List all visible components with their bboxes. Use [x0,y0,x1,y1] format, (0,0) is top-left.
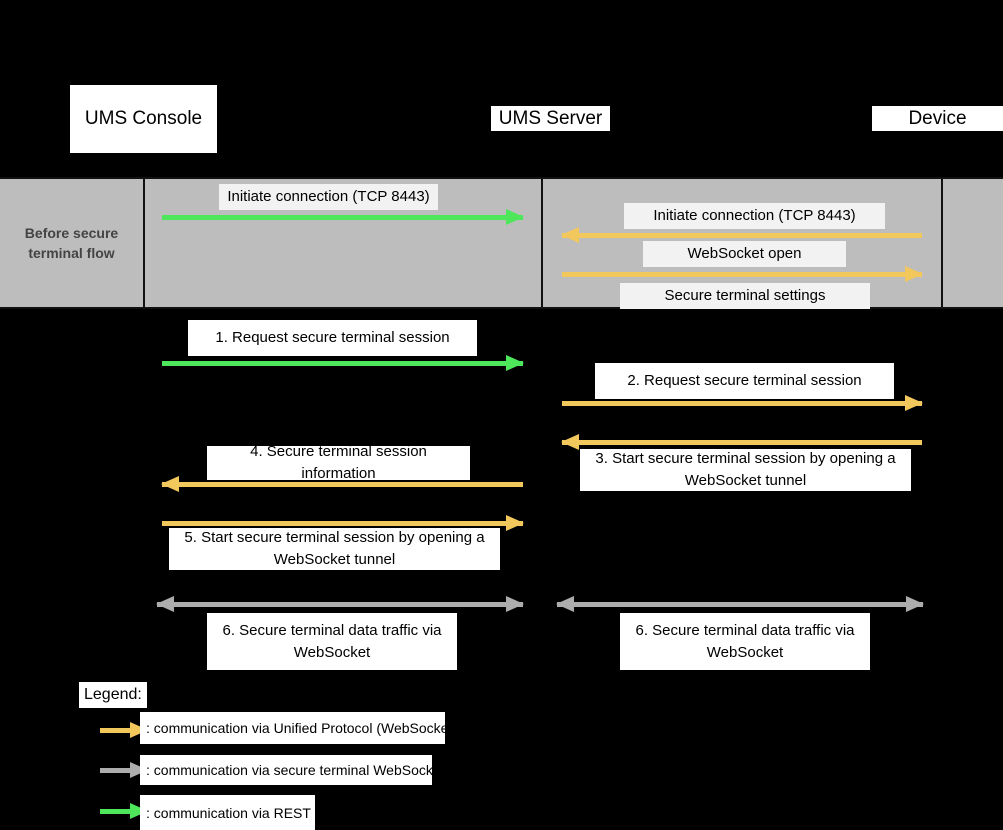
step-3-label: 3. Start secure terminal session by open… [580,449,911,491]
band-arrow-1 [162,209,524,225]
arrow-shaft [100,809,147,814]
legend-title-text: Legend: [84,686,142,703]
lifeline-device: Device [872,106,1003,131]
step-6-right-label: 6. Secure terminal data traffic via WebS… [620,613,870,670]
step-2-arrow [562,395,923,411]
lifeline-ums-console: UMS Console [70,85,217,153]
arrow-head-left [156,596,174,612]
arrow-head-left [161,476,179,492]
band-message-1-label: Initiate connection (TCP 8443) [219,184,438,210]
arrow-shaft [100,768,147,773]
arrow-shaft [562,440,922,445]
arrow-shaft [162,482,523,487]
lifeline-device-label: Device [908,107,967,129]
band-divider-3 [941,179,943,307]
step-5-label: 5. Start secure terminal session by open… [169,528,500,570]
arrow-shaft [162,361,523,366]
arrow-head-right [506,209,524,225]
arrow-shaft [162,521,523,526]
step-3-arrow [561,434,922,450]
arrow-head-left [556,596,574,612]
step-4-label: 4. Secure terminal session information [207,443,470,482]
arrow-head-right [906,596,924,612]
arrow-shaft [562,401,922,406]
band-arrow-3 [562,266,923,282]
band-message-3-label: WebSocket open [643,241,846,267]
band-divider-1 [143,179,145,307]
arrow-head-right [905,395,923,411]
lifeline-ums-server-label: UMS Server [498,107,603,129]
arrow-head-left [561,227,579,243]
band-message-2-label: Initiate connection (TCP 8443) [624,203,885,229]
band-arrow-2 [561,227,922,243]
phase-band-label: Before secure terminal flow [24,224,119,261]
step-2-label: 2. Request secure terminal session [595,363,894,399]
step-6-left-label: 6. Secure terminal data traffic via WebS… [207,613,457,670]
arrow-head-left [561,434,579,450]
step-4-arrow [161,476,523,492]
phase-band-before-secure-terminal-flow: Before secure terminal flow Initiate con… [0,177,1003,309]
arrow-head-right [506,355,524,371]
lifeline-ums-console-label: UMS Console [84,108,203,129]
arrow-shaft [162,215,523,220]
arrow-shaft [562,272,922,277]
legend-label-secure-terminal-websocket: : communication via secure terminal WebS… [140,755,445,785]
step-6-right-arrow [556,596,924,612]
band-message-4-label: Secure terminal settings [620,283,870,309]
arrow-head-right [905,266,923,282]
arrow-shaft [562,233,922,238]
legend-label-unified-protocol: : communication via Unified Protocol (We… [140,712,457,744]
legend-title: Legend: [79,682,147,708]
lifeline-ums-server: UMS Server [491,106,610,131]
step-1-label: 1. Request secure terminal session [188,320,477,356]
step-5-arrow [162,515,524,531]
arrow-shaft [557,602,923,607]
legend-label-rest: : communication via REST [140,795,315,830]
band-divider-2 [541,179,543,307]
arrow-shaft [157,602,523,607]
arrow-head-right [506,596,524,612]
step-6-left-arrow [156,596,524,612]
arrow-shaft [100,728,147,733]
step-1-arrow [162,355,524,371]
arrow-head-right [506,515,524,531]
